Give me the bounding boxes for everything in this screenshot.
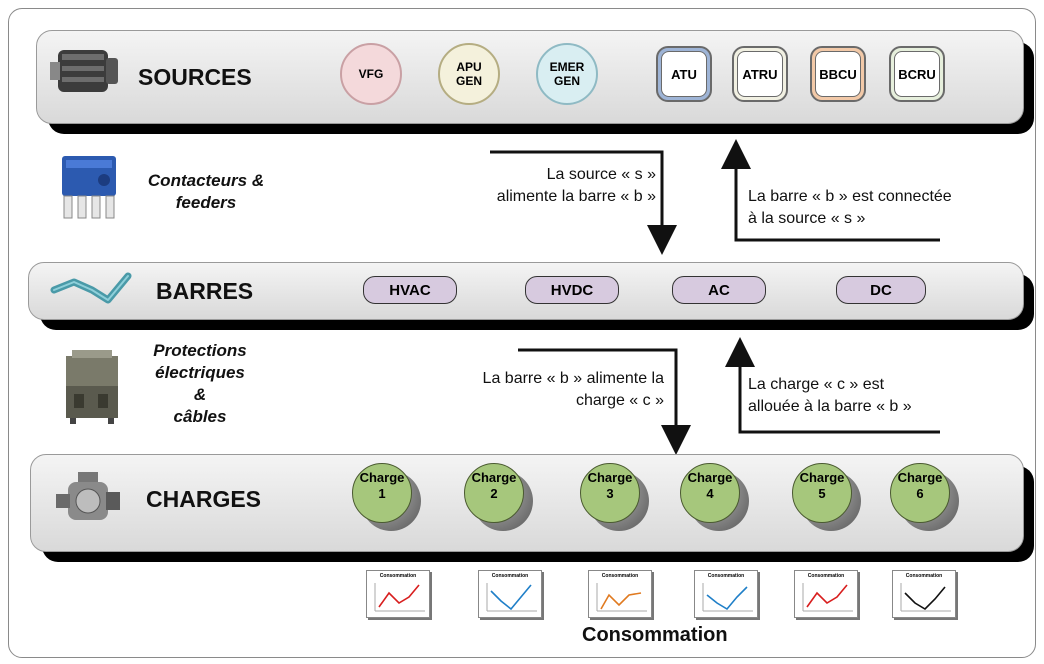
load-allocated-bar-line2: allouée à la barre « b » <box>748 398 912 415</box>
bar-hvac[interactable]: HVAC <box>363 276 457 304</box>
load-3-word: Charge <box>587 470 633 485</box>
load-3[interactable]: Charge 3 <box>580 463 649 531</box>
load-4-circle: Charge 4 <box>680 463 740 523</box>
load-device-image <box>56 472 120 520</box>
load-5[interactable]: Charge 5 <box>792 463 861 531</box>
source-feeds-bar-line1: La source « s » <box>546 166 656 183</box>
source-bbcu-label: BBCU <box>815 51 861 97</box>
source-feeds-bar-label: La source « s » alimente la barre « b » <box>420 164 656 208</box>
consumption-chart-1-line <box>378 584 420 608</box>
load-1-word: Charge <box>359 470 405 485</box>
bar-feeds-load-line1: La barre « b » alimente la <box>482 370 664 387</box>
source-atru[interactable]: ATRU <box>732 46 788 102</box>
bars-title: BARRES <box>156 278 254 304</box>
load-1-circle: Charge 1 <box>352 463 412 523</box>
contactors-label: Contacteurs & feeders <box>126 170 286 214</box>
arrow-bar-to-load <box>518 348 691 455</box>
load-allocated-bar-label: La charge « c » est allouée à la barre «… <box>748 374 1008 418</box>
protections-line3: & <box>193 385 207 404</box>
protections-line4: câbles <box>173 407 227 426</box>
load-4-number: 4 <box>706 486 714 501</box>
load-4[interactable]: Charge 4 <box>680 463 749 531</box>
protections-line1: Protections <box>153 341 247 360</box>
source-emer-gen-line1: EMER <box>549 60 585 74</box>
arrow-source-to-bar <box>490 150 677 255</box>
load-1[interactable]: Charge 1 <box>352 463 421 531</box>
source-atu[interactable]: ATU <box>656 46 712 102</box>
bar-feeds-load-line2: charge « c » <box>575 392 664 409</box>
consumption-chart-1-title: Consommation <box>379 573 417 579</box>
load-5-word: Charge <box>799 470 845 485</box>
protections-line2: électriques <box>155 363 245 382</box>
load-2[interactable]: Charge 2 <box>464 463 533 531</box>
contactors-line1: Contacteurs & <box>147 171 265 190</box>
load-6-circle: Charge 6 <box>890 463 950 523</box>
load-allocated-bar-line1: La charge « c » est <box>748 376 885 393</box>
consumption-chart-2-line <box>490 584 532 611</box>
source-vfg-label: VFG <box>358 67 384 81</box>
source-bbcu[interactable]: BBCU <box>810 46 866 102</box>
protections-label: Protections électriques & câbles <box>118 340 282 428</box>
generator-image <box>50 50 118 92</box>
consumption-chart-2[interactable]: Consommation <box>478 570 542 618</box>
consumption-chart-2-title: Consommation <box>491 573 529 579</box>
arrow-bar-to-source <box>721 139 940 242</box>
consumption-chart-3-line <box>600 592 642 610</box>
consumption-chart-4-title: Consommation <box>707 573 745 579</box>
bar-ac[interactable]: AC <box>672 276 766 304</box>
consumption-chart-5-title: Consommation <box>807 573 845 579</box>
consumption-chart-5[interactable]: Consommation <box>794 570 858 618</box>
sources-title: SOURCES <box>138 64 252 90</box>
loads-title: CHARGES <box>146 486 262 512</box>
contactors-line2: feeders <box>175 193 237 212</box>
source-feeds-bar-line2: alimente la barre « b » <box>496 188 656 205</box>
contactor-image <box>62 156 116 219</box>
source-apu-gen-line2: GEN <box>455 74 482 88</box>
consumption-chart-3-title: Consommation <box>601 573 639 579</box>
source-emer-gen-line2: GEN <box>553 74 580 88</box>
load-2-circle: Charge 2 <box>464 463 524 523</box>
source-bcru-label: BCRU <box>894 51 940 97</box>
protection-image <box>66 350 118 424</box>
source-bcru[interactable]: BCRU <box>889 46 945 102</box>
arrow-load-to-bar <box>725 337 940 434</box>
bar-dc[interactable]: DC <box>836 276 926 304</box>
load-5-circle: Charge 5 <box>792 463 852 523</box>
busbar-image <box>50 272 132 304</box>
bar-connected-source-line2: à la source « s » <box>748 210 866 227</box>
bar-connected-source-line1: La barre « b » est connectée <box>748 188 952 205</box>
consumption-chart-3[interactable]: Consommation <box>588 570 652 618</box>
source-atu-label: ATU <box>661 51 707 97</box>
load-1-number: 1 <box>378 486 386 501</box>
consumption-chart-6[interactable]: Consommation <box>892 570 956 618</box>
load-6[interactable]: Charge 6 <box>890 463 959 531</box>
load-2-number: 2 <box>490 486 498 501</box>
load-5-number: 5 <box>818 486 826 501</box>
consumption-chart-5-line <box>806 584 848 608</box>
load-3-number: 3 <box>606 486 614 501</box>
bar-connected-source-label: La barre « b » est connectée à la source… <box>748 186 1028 230</box>
bar-feeds-load-label: La barre « b » alimente la charge « c » <box>420 368 664 412</box>
consumption-chart-4[interactable]: Consommation <box>694 570 758 618</box>
source-apu-gen-line1: APU <box>456 60 482 74</box>
load-6-number: 6 <box>916 486 924 501</box>
load-6-word: Charge <box>897 470 943 485</box>
consumption-chart-6-title: Consommation <box>905 573 943 579</box>
source-vfg[interactable]: VFG <box>340 43 402 105</box>
load-4-word: Charge <box>687 470 733 485</box>
consumption-chart-6-line <box>904 586 946 611</box>
consumption-chart-4-line <box>706 586 748 611</box>
consumption-chart-1[interactable]: Consommation <box>366 570 430 618</box>
source-atru-label: ATRU <box>737 51 783 97</box>
load-3-circle: Charge 3 <box>580 463 640 523</box>
consumption-title: Consommation <box>582 624 728 646</box>
load-2-word: Charge <box>471 470 517 485</box>
bar-hvdc[interactable]: HVDC <box>525 276 619 304</box>
